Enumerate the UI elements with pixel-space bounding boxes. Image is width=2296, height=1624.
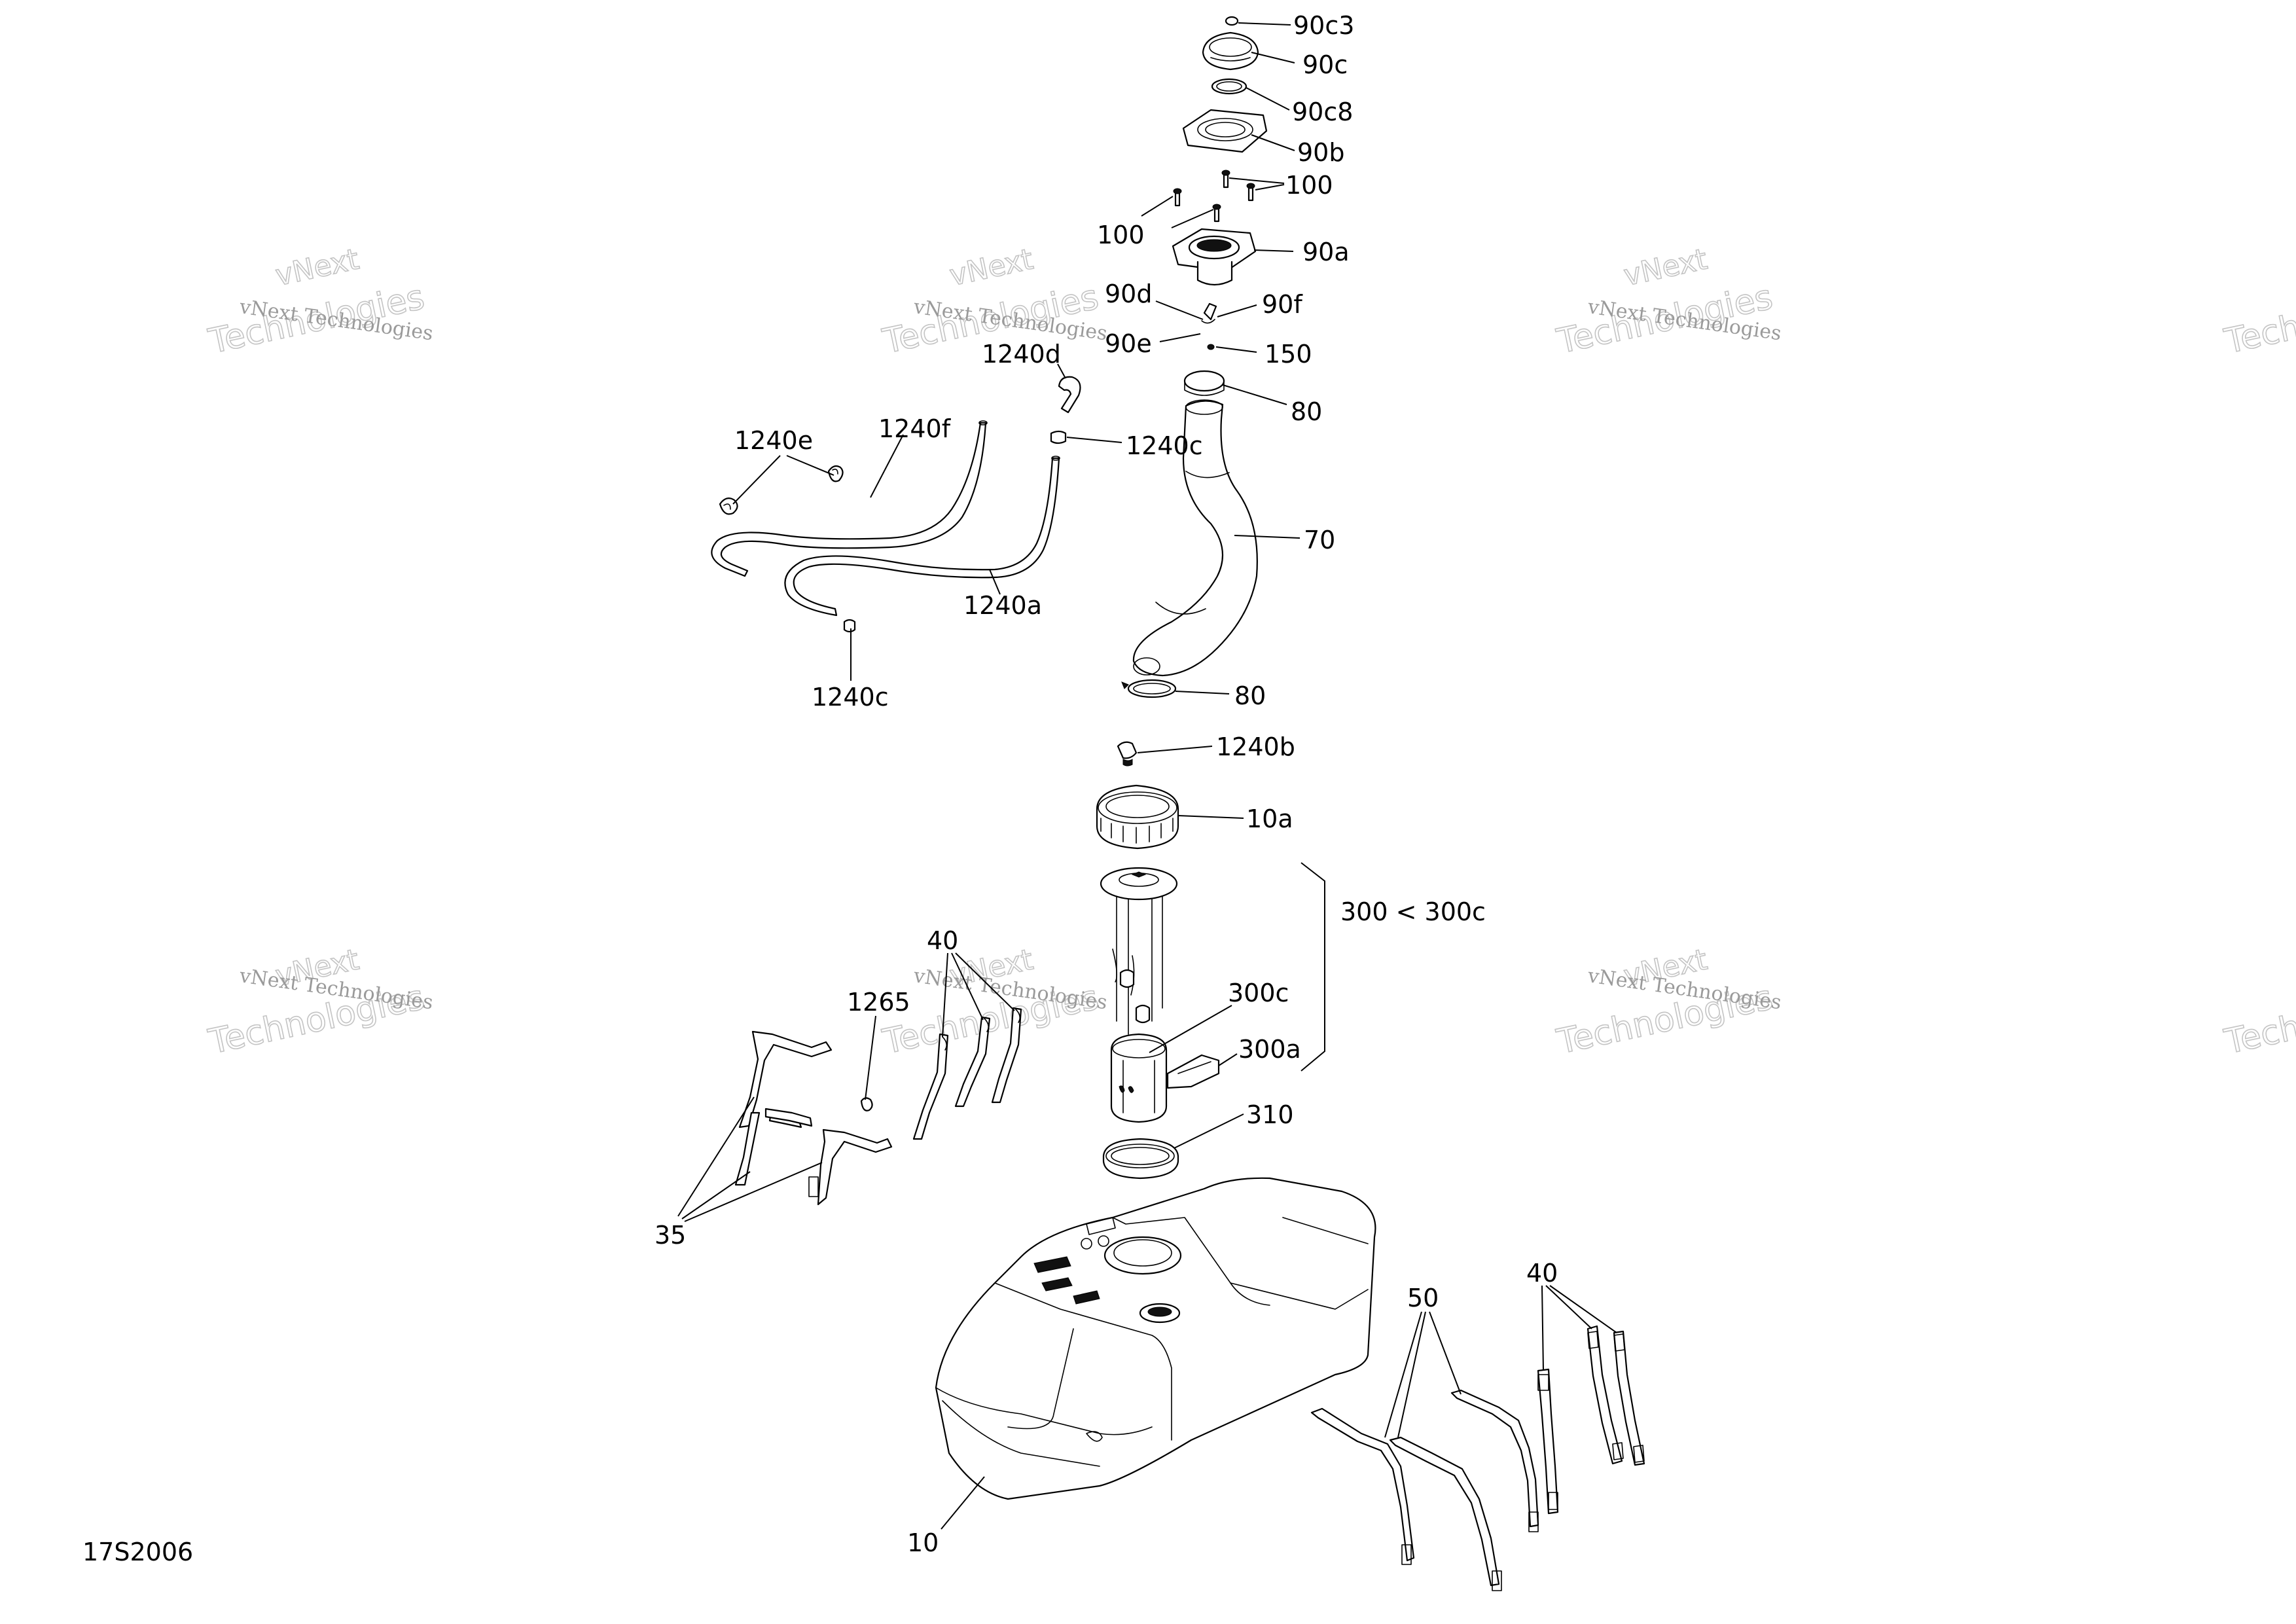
part-35-straps bbox=[734, 1030, 893, 1206]
callout-150: 150 bbox=[1265, 340, 1312, 369]
callout-1240b: 1240b bbox=[1216, 732, 1295, 761]
part-70-filler-hose bbox=[1132, 400, 1258, 677]
part-1240b-valve bbox=[1117, 741, 1138, 767]
callout-100-left: 100 bbox=[1097, 221, 1145, 249]
callout-1240c-bottom: 1240c bbox=[812, 683, 889, 712]
part-80-clamp-bottom bbox=[1121, 679, 1177, 698]
part-1240f-hose bbox=[711, 422, 987, 577]
callout-90a: 90a bbox=[1302, 238, 1350, 266]
watermark: Technologies bbox=[2221, 277, 2296, 362]
callout-1240d: 1240d bbox=[982, 340, 1061, 369]
part-1240d-elbow bbox=[1058, 376, 1081, 414]
callout-90c3: 90c3 bbox=[1293, 11, 1354, 40]
part-1240e-clips bbox=[719, 465, 844, 515]
callout-80-bottom: 80 bbox=[1234, 681, 1266, 710]
figure-reference-code: 17S2006 bbox=[82, 1538, 193, 1566]
watermark-text-large: Technologies bbox=[2221, 278, 2296, 361]
callout-1265: 1265 bbox=[847, 988, 910, 1017]
part-90b-plate bbox=[1182, 109, 1268, 153]
part-1240a-hose bbox=[784, 457, 1060, 617]
callout-10a: 10a bbox=[1246, 804, 1293, 833]
part-90c3-vent bbox=[1225, 16, 1239, 26]
callout-300-group: 300 < 300c bbox=[1340, 897, 1486, 926]
callout-10: 10 bbox=[907, 1528, 939, 1557]
callout-50: 50 bbox=[1407, 1284, 1439, 1312]
part-100-screws bbox=[1173, 170, 1255, 223]
part-40-straps-right bbox=[1537, 1325, 1645, 1515]
part-1240c-fitting-top bbox=[1050, 430, 1067, 444]
part-90a-flange bbox=[1172, 228, 1257, 286]
callout-90c: 90c bbox=[1302, 50, 1348, 79]
callout-100-right: 100 bbox=[1285, 171, 1333, 200]
watermark-text-top: vNext bbox=[947, 243, 1036, 293]
watermark-text-top: vNext bbox=[1621, 243, 1710, 293]
callout-1240f: 1240f bbox=[878, 414, 952, 443]
part-1265-clip bbox=[860, 1097, 873, 1111]
part-310-gasket bbox=[1102, 1138, 1179, 1180]
callout-90e: 90e bbox=[1105, 329, 1152, 358]
watermark-text-large: Technologies bbox=[2221, 978, 2296, 1062]
part-10a-lock-ring bbox=[1096, 784, 1179, 850]
filler-cap-assembly bbox=[1172, 16, 1268, 350]
callout-300c: 300c bbox=[1228, 979, 1289, 1007]
part-90c-cap bbox=[1202, 31, 1259, 71]
callout-90b: 90b bbox=[1297, 138, 1344, 167]
vent-hose-assembly bbox=[711, 376, 1138, 767]
callout-1240a: 1240a bbox=[963, 591, 1042, 620]
callout-35: 35 bbox=[655, 1221, 686, 1250]
part-40-straps-left bbox=[912, 1007, 1022, 1140]
callout-90d: 90d bbox=[1105, 280, 1152, 308]
leader-lines bbox=[677, 22, 1617, 1530]
part-300-pump-module bbox=[1100, 867, 1220, 1123]
watermark-group: vNext Technologies vNext Technologies vN… bbox=[205, 242, 2296, 1063]
callout-1240c-top: 1240c bbox=[1126, 431, 1203, 460]
filler-hose-assembly bbox=[1121, 370, 1258, 698]
watermark: vNext Technologies bbox=[1553, 242, 1777, 363]
watermark: Technologies bbox=[2221, 977, 2296, 1062]
part-150-washer bbox=[1207, 344, 1215, 350]
part-90d-clip bbox=[1201, 302, 1217, 324]
callout-90c8: 90c8 bbox=[1292, 98, 1353, 126]
callout-80-top: 80 bbox=[1291, 397, 1322, 426]
part-10-fuel-tank bbox=[935, 1177, 1376, 1500]
part-80-clamp-top bbox=[1183, 370, 1225, 396]
callout-labels: 90c3 90c 90c8 90b 100 100 90a 90d 90f 90… bbox=[655, 11, 1558, 1557]
part-1240c-fitting-bottom bbox=[843, 619, 856, 633]
watermark: vNext Technologies bbox=[205, 242, 429, 363]
watermark-text-top: vNext bbox=[273, 243, 362, 293]
callout-40-left: 40 bbox=[927, 926, 958, 955]
callout-40-right: 40 bbox=[1526, 1259, 1558, 1288]
callout-1240e: 1240e bbox=[734, 426, 813, 455]
callout-300a: 300a bbox=[1238, 1035, 1301, 1064]
fuel-pump-assembly bbox=[860, 784, 1220, 1180]
callout-90f: 90f bbox=[1262, 290, 1303, 319]
part-50-straps bbox=[1310, 1389, 1539, 1591]
callout-310: 310 bbox=[1246, 1100, 1294, 1129]
callout-70: 70 bbox=[1304, 526, 1335, 554]
